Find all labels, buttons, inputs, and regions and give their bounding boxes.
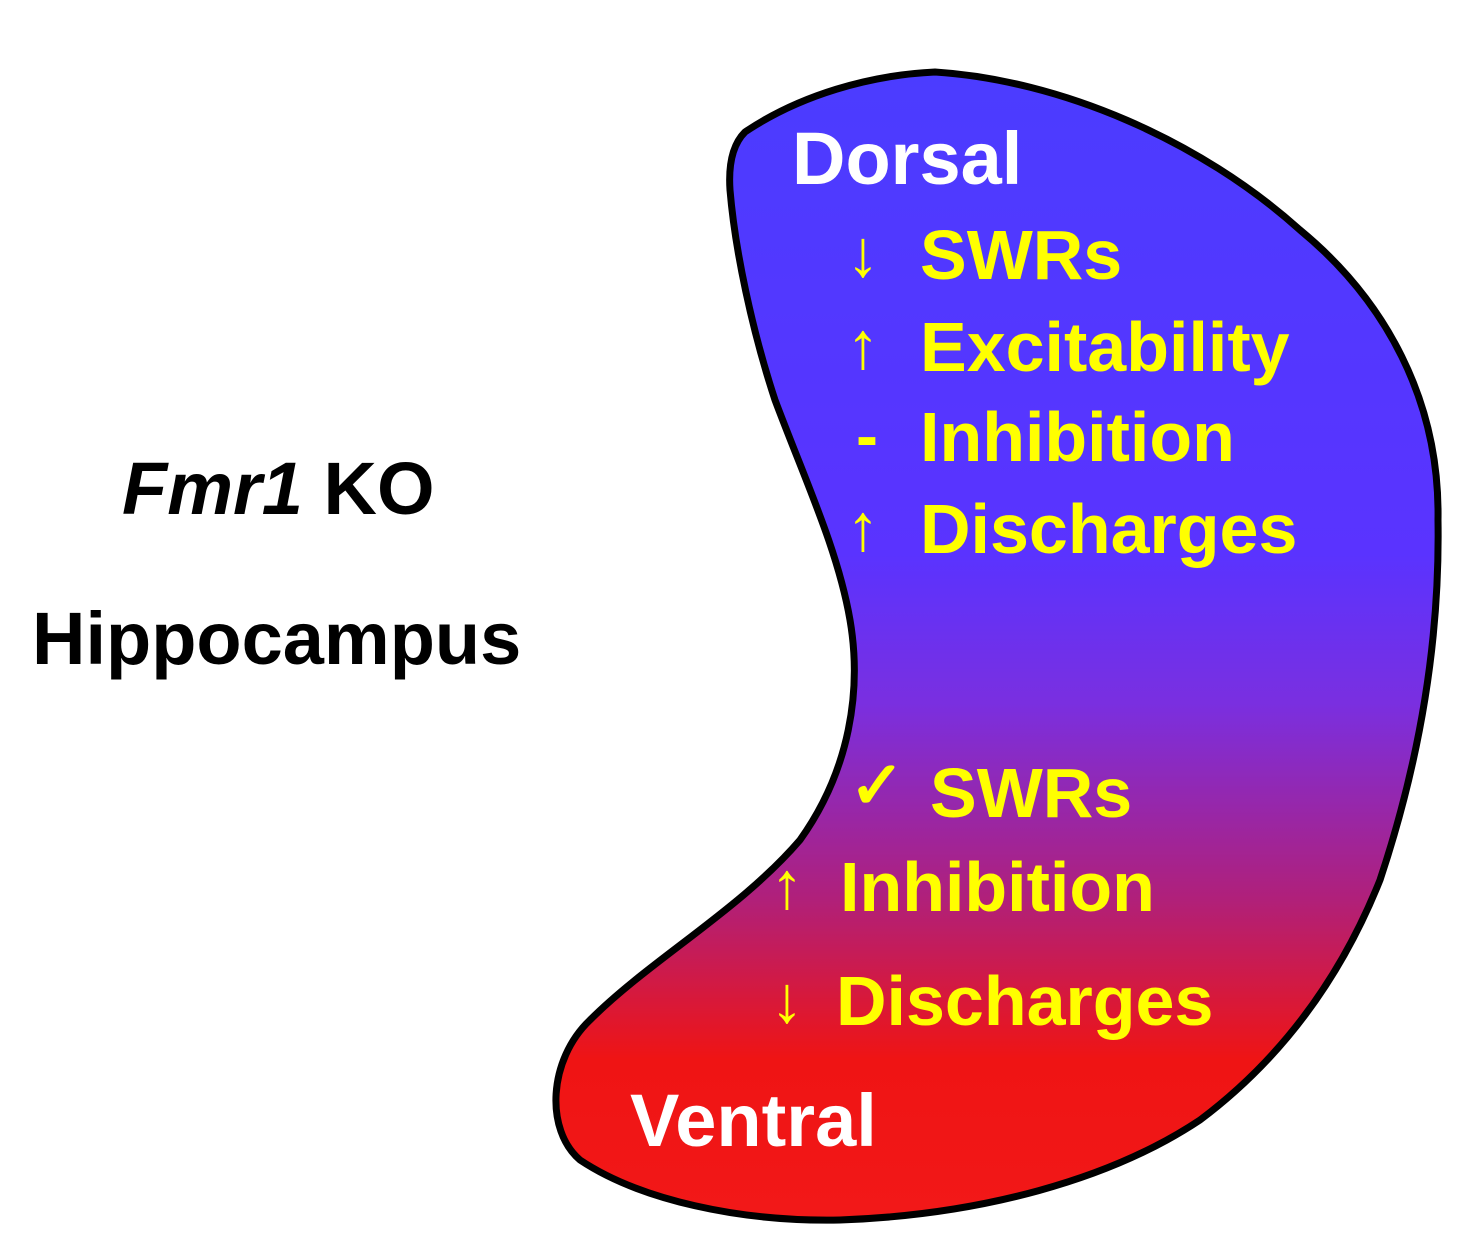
dorsal-label: Dorsal [792, 117, 1023, 200]
dorsal-item-swrs: SWRs [920, 216, 1123, 294]
up-arrow-icon: ↑ [846, 308, 880, 382]
model-name: KO [323, 447, 435, 530]
region-title: Hippocampus [32, 597, 522, 680]
title-gene-line: Fmr1 KO [122, 452, 435, 526]
dorsal-item-excitability: Excitability [920, 308, 1290, 386]
gene-name: Fmr1 [122, 447, 303, 530]
check-icon: ✓ [849, 748, 905, 822]
ventral-label: Ventral [630, 1079, 877, 1162]
hippocampus-outline [552, 68, 1442, 1224]
down-arrow-icon: ↓ [846, 216, 880, 290]
ventral-item-inhibition: Inhibition [840, 848, 1155, 926]
dash-icon: - [856, 398, 878, 472]
ventral-item-swrs: SWRs [930, 754, 1133, 832]
ventral-item-discharges: Discharges [836, 962, 1214, 1040]
up-arrow-icon: ↑ [770, 848, 804, 922]
down-arrow-icon: ↓ [770, 962, 804, 1036]
dorsal-item-discharges: Discharges [920, 490, 1298, 568]
dorsal-item-inhibition: Inhibition [920, 398, 1235, 476]
up-arrow-icon: ↑ [846, 490, 880, 564]
